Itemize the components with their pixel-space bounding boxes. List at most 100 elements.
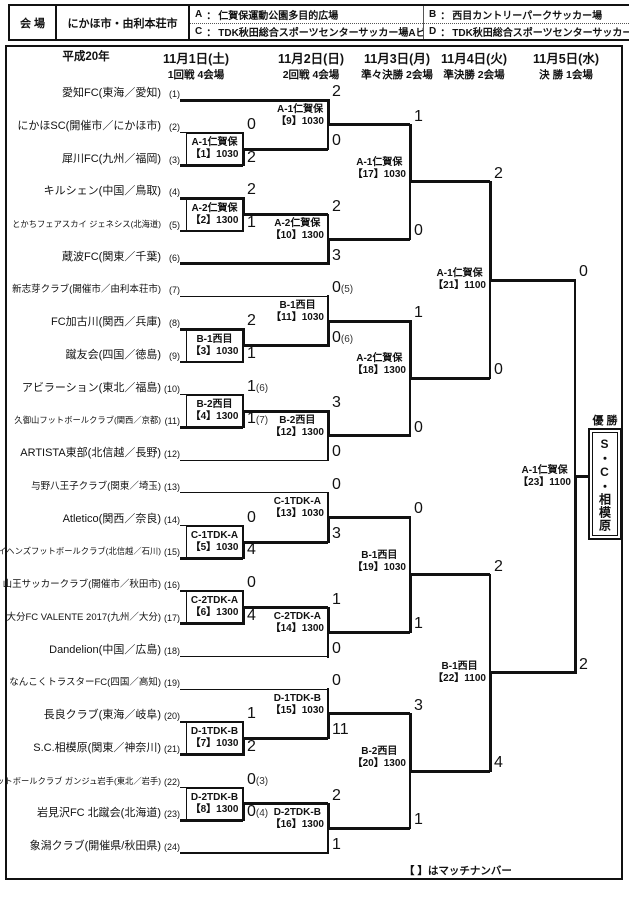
- match-2-bottom-score: 1: [247, 214, 256, 231]
- match-7-venue: D-1TDK-B: [190, 726, 239, 738]
- match-20-connector-top: [408, 712, 412, 773]
- team-line-9: [180, 361, 243, 363]
- seed-label-18: (18): [163, 645, 180, 656]
- match-10-connector-bottom: [326, 238, 330, 265]
- match-20-label: B-2西目【20】1300: [353, 746, 406, 770]
- match-10-number-time: 【10】1300: [270, 230, 324, 242]
- match-14-number-time: 【14】1300: [270, 623, 324, 634]
- team-label-8: FC加古川(関西／兵庫): [51, 316, 161, 329]
- match-4-connector-top: [242, 393, 244, 413]
- match-12-venue: B-2西目: [279, 414, 316, 426]
- match-15-venue: D-1TDK-B: [273, 692, 321, 704]
- seed-label-9: (9): [169, 350, 180, 361]
- match-6-number-time: 【6】1300: [190, 607, 239, 619]
- match-4-winner-line: [243, 409, 328, 413]
- match-7-connector-top: [242, 721, 244, 740]
- team-line-3: [180, 164, 243, 167]
- team-line-13: [180, 492, 328, 494]
- match-5-number-time: 【5】1030: [190, 541, 239, 553]
- match-19-connector-top: [409, 516, 411, 576]
- match-2-top-score-value: 2: [247, 181, 256, 199]
- match-12-connector-bottom: [327, 434, 329, 462]
- match-1-bottom-score-value: 2: [247, 148, 256, 166]
- match-13-venue: C-1TDK-A: [273, 496, 321, 508]
- match-12-bottom-score-value: 0: [332, 443, 341, 461]
- match-2-top-score: 2: [247, 181, 256, 198]
- seed-label-7: (7): [169, 285, 180, 296]
- match-13-bottom-score-value: 3: [332, 525, 341, 542]
- team-line-16: [180, 590, 243, 592]
- match-20-connector-bottom: [409, 770, 411, 830]
- match-13-connector-top: [327, 491, 329, 519]
- match-3-bottom-score: 1: [247, 345, 256, 362]
- match-19-winner-line: [410, 573, 490, 577]
- match-9-connector-top: [326, 99, 330, 126]
- match-11-bottom-score-pk: (6): [340, 333, 354, 345]
- venue-d-name: TDK秋田総合スポーツセンターサッカー場Bピッチ: [452, 27, 629, 39]
- match-14-connector-bottom: [327, 631, 329, 658]
- match-3-venue: B-1西目: [196, 333, 233, 345]
- match-4-top-score-pk: (6): [255, 382, 269, 394]
- match-14-connector-top: [326, 606, 330, 634]
- seed-label-15: (15): [163, 547, 180, 558]
- match-16-label: D-2TDK-B【16】1300: [271, 807, 324, 831]
- seed-label-11: (11): [164, 416, 180, 427]
- team-label-24: 象潟クラブ(開催県/秋田県): [29, 840, 161, 852]
- venue-c: C：TDK秋田総合スポーツセンターサッカー場Aピッチ: [190, 22, 423, 40]
- venue-b-sep: ：: [440, 10, 451, 22]
- match-23-venue: A-1仁賀保: [521, 464, 568, 476]
- seed-label-8: (8): [169, 318, 180, 329]
- team-line-24: [180, 852, 328, 854]
- match-19-top-score: 0: [414, 500, 423, 517]
- venue-c-sep: ：: [206, 27, 217, 39]
- match-20-top-score-value: 3: [414, 696, 423, 714]
- match-2-number-time: 【2】1300: [190, 214, 239, 226]
- match-9-bottom-score: 0: [332, 132, 341, 149]
- match-17-connector-bottom: [409, 180, 411, 241]
- round1-date: 11月1日(土): [163, 52, 229, 66]
- match-8-venue: D-2TDK-B: [190, 791, 239, 803]
- match-22-top-score: 2: [494, 558, 503, 575]
- match-23-connector-top: [574, 279, 576, 478]
- match-14-bottom-score-value: 0: [332, 639, 341, 657]
- match-8-number-time: 【8】1300: [190, 803, 239, 815]
- match-12-label: B-2西目【12】1300: [271, 415, 324, 439]
- match-4-venue: B-2西目: [196, 399, 233, 411]
- match-18-top-score-value: 1: [414, 304, 423, 321]
- match-7-top-score-value: 1: [247, 705, 256, 722]
- seed-label-3: (3): [169, 154, 180, 165]
- team-label-15: テイヘンズフットボールクラブ(北信越／石川): [0, 546, 161, 557]
- match-9-top-score-value: 2: [332, 83, 341, 100]
- team-label-4: キルシェン(中国／鳥取): [43, 185, 161, 198]
- match-11-venue: B-1西目: [279, 300, 316, 311]
- match-19-number-time: 【19】1030: [352, 561, 406, 573]
- seed-label-6: (6): [169, 252, 180, 263]
- team-line-5: [180, 230, 243, 232]
- match-11-winner-line: [328, 319, 410, 323]
- match-22-venue: B-1西目: [441, 660, 478, 672]
- round3-stage: 準々決勝 2会場: [361, 69, 433, 81]
- match-13-bottom-score: 3: [332, 525, 341, 542]
- match-16-connector-bottom: [327, 827, 329, 854]
- match-21-label: A-1仁賀保【21】1100: [433, 268, 486, 292]
- match-9-connector-bottom: [327, 123, 329, 151]
- match-1-winner-line: [243, 147, 328, 151]
- match-8-connector-bottom: [241, 802, 245, 822]
- match-2-bottom-score-value: 1: [247, 214, 256, 231]
- match-14-venue: C-2TDK-A: [273, 611, 321, 622]
- champion-label: 優 勝: [592, 415, 618, 427]
- match-22-number-time: 【22】1100: [433, 672, 486, 684]
- venue-grid: A：仁賀保運動公園多目的広場 B：西目カントリーパークサッカー場 C：TDK秋田…: [190, 6, 629, 39]
- match-6-top-score: 0: [247, 574, 256, 591]
- champion-box: S・C・相模原: [588, 428, 622, 540]
- match-11-top-score-pk: (5): [340, 284, 354, 296]
- match-2-label-box: A-2仁賀保【2】1300: [186, 198, 243, 231]
- match-5-label-box: C-1TDK-A【5】1030: [186, 525, 243, 559]
- venue-d-key: D: [429, 25, 437, 37]
- seed-label-21: (21): [163, 743, 180, 754]
- match-3-top-score-value: 2: [247, 312, 256, 330]
- match-12-number-time: 【12】1300: [270, 426, 324, 438]
- match-4-label-box: B-2西目【4】1300: [186, 394, 243, 428]
- team-line-20: [180, 721, 243, 723]
- match-17-winner-line: [410, 180, 490, 184]
